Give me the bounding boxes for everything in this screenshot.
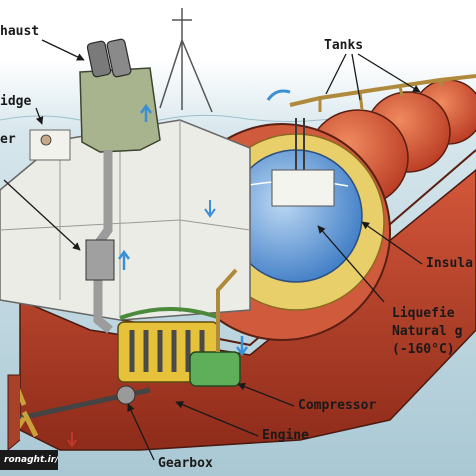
exhaust-leader bbox=[41, 39, 85, 61]
compressor-leader bbox=[237, 382, 295, 407]
engine-cylinders bbox=[129, 330, 205, 372]
gearbox-leader bbox=[127, 403, 155, 461]
insulation-leader bbox=[361, 221, 423, 265]
up-arrow-icon bbox=[139, 103, 153, 122]
lng-label-line3: (-160°C) bbox=[392, 342, 455, 357]
tanks-leader bbox=[325, 53, 420, 101]
left-partial-leader bbox=[3, 179, 81, 251]
up-arrow-icon bbox=[117, 249, 131, 270]
exhaust-label: haust bbox=[0, 24, 40, 39]
lng-label-line1: Liquefie bbox=[392, 306, 455, 321]
exhaust-pipe-2 bbox=[106, 38, 132, 78]
tank-pump-tower bbox=[295, 118, 305, 170]
curved-arrow-icon bbox=[266, 89, 291, 101]
watermark: ronaght.ir/ bbox=[0, 450, 58, 470]
gearbox-unit bbox=[116, 385, 136, 405]
mast bbox=[159, 8, 213, 113]
exhaust-pipe-1 bbox=[86, 40, 112, 78]
bridge-box bbox=[29, 129, 71, 161]
engine-leader bbox=[175, 401, 259, 437]
lng-label-line2: Natural g bbox=[392, 324, 463, 339]
tank-dome bbox=[271, 169, 335, 207]
bridge-label: idge bbox=[0, 94, 32, 109]
compressor-label: Compressor bbox=[298, 398, 377, 413]
insulation-label: Insula bbox=[426, 256, 473, 271]
superstructure bbox=[0, 119, 251, 321]
compressor-pipe bbox=[216, 268, 238, 352]
silencer bbox=[85, 239, 115, 281]
left-partial-label: er bbox=[0, 132, 16, 147]
tanks-label: Tanks bbox=[324, 38, 364, 53]
engine-manifold bbox=[119, 307, 221, 320]
tank-pipe-risers bbox=[318, 79, 444, 112]
bridge-leader bbox=[35, 107, 44, 125]
down-arrow-icon bbox=[67, 432, 77, 448]
gearbox-label: Gearbox bbox=[158, 456, 213, 471]
crew-figure bbox=[40, 134, 52, 146]
down-arrow-icon bbox=[235, 336, 249, 357]
compressor-unit bbox=[189, 351, 241, 387]
tank-pipe bbox=[289, 74, 476, 107]
superstructure-blocks bbox=[0, 120, 251, 318]
down-arrow-icon bbox=[204, 200, 216, 218]
engine-label: Engine bbox=[262, 428, 309, 443]
rudder bbox=[7, 374, 21, 452]
lng-leader bbox=[317, 225, 385, 303]
funnel bbox=[79, 67, 161, 153]
